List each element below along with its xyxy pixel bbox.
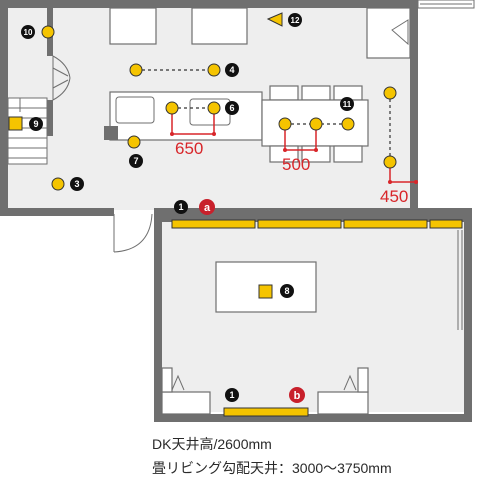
downlight-6a bbox=[165, 101, 179, 115]
column bbox=[104, 126, 118, 140]
living-cabinets bbox=[161, 367, 369, 415]
marker-1-lower: 1 bbox=[229, 390, 234, 400]
indirect-light-a bbox=[171, 219, 463, 229]
marker-a: a bbox=[204, 202, 211, 214]
marker-3: 3 bbox=[74, 179, 79, 189]
pendant-11a bbox=[278, 117, 292, 131]
dimension-450: 450 bbox=[380, 187, 408, 206]
dimension-650: 650 bbox=[175, 139, 203, 158]
downlight-6b bbox=[207, 101, 221, 115]
living-floor bbox=[162, 222, 470, 412]
marker-1-upper: 1 bbox=[178, 202, 183, 212]
pendant-11b bbox=[309, 117, 323, 131]
marker-7: 7 bbox=[133, 156, 138, 166]
marker-11: 11 bbox=[343, 100, 352, 109]
ceiling-light-8 bbox=[258, 284, 273, 299]
walls bbox=[0, 0, 472, 422]
kitchen-cabinets bbox=[109, 7, 411, 59]
indirect-light-b bbox=[223, 407, 309, 417]
downlight-10 bbox=[41, 25, 55, 39]
marker-group: 10 4 6 11 12 9 7 3 1 8 1 bbox=[21, 13, 354, 402]
dk-ceiling-note: DK天井高/2600mm bbox=[152, 436, 272, 452]
stairs bbox=[7, 97, 48, 165]
downlights bbox=[41, 25, 397, 191]
downlight-4b bbox=[207, 63, 221, 77]
marker-8: 8 bbox=[284, 286, 289, 296]
living-ceiling-note: 畳リビング勾配天井：3000～3750mm bbox=[152, 460, 392, 476]
living-table bbox=[215, 261, 317, 313]
dimension-500: 500 bbox=[282, 155, 310, 174]
marker-b: b bbox=[294, 390, 301, 402]
marker-12: 12 bbox=[291, 16, 300, 25]
marker-6: 6 bbox=[229, 103, 234, 113]
entry-door bbox=[113, 213, 153, 253]
downlight-4a bbox=[129, 63, 143, 77]
pendant-11c bbox=[341, 117, 355, 131]
downlight-3 bbox=[51, 177, 65, 191]
hall-doors bbox=[52, 55, 71, 101]
downlight-a bbox=[383, 86, 397, 100]
marker-4: 4 bbox=[229, 65, 234, 75]
spotlight-12 bbox=[266, 12, 283, 27]
marker-9: 9 bbox=[33, 119, 38, 129]
wall-light-9 bbox=[8, 116, 23, 131]
letter-marker-group: a b bbox=[199, 199, 305, 403]
marker-10: 10 bbox=[24, 28, 33, 37]
downlight-b bbox=[383, 155, 397, 169]
downlight-7 bbox=[127, 135, 141, 149]
